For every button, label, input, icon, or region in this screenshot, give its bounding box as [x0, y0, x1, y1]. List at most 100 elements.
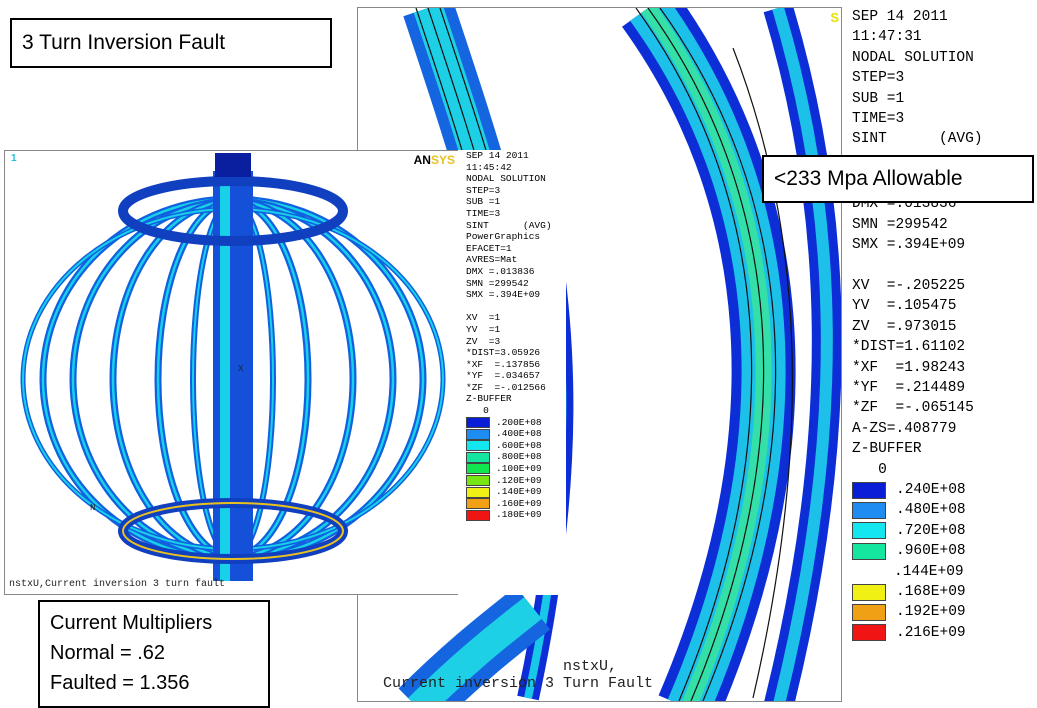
info-line: *DIST=1.61102	[852, 339, 966, 356]
legend-label: .240E+08	[896, 481, 966, 498]
legend-swatch	[466, 486, 490, 498]
info-line: YV =1	[466, 323, 501, 335]
info-line: *ZF =-.012566	[466, 381, 546, 393]
legend-label: .160E+09	[496, 497, 542, 509]
info-line: STEP=3	[852, 70, 905, 87]
info-line: TIME=3	[466, 207, 501, 219]
legend-label: .140E+09	[496, 486, 542, 498]
legend-label: .120E+09	[496, 474, 542, 486]
info-line: NODAL SOLUTION	[466, 173, 546, 185]
info-line: *ZF =-.065145	[852, 400, 974, 417]
info-line: NODAL SOLUTION	[852, 49, 974, 66]
multipliers-heading: Current Multipliers	[50, 612, 213, 634]
info-line	[466, 301, 566, 313]
ansys-logo-sys: SYS	[430, 153, 455, 167]
info-line: XV =-.205225	[852, 277, 966, 294]
multiplier-faulted: Faulted = 1.356	[50, 672, 190, 694]
info-line: TIME=3	[852, 111, 905, 128]
info-line: A-ZS=.408779	[852, 420, 957, 437]
ansys-logo-an: AN	[413, 153, 431, 167]
full-coil-stress-plot: 1 ANSYS X N nstxU,Current inversion 3 tu…	[4, 150, 460, 595]
legend-entry: .120E+09	[466, 475, 566, 487]
legend-label: .216E+09	[896, 624, 966, 641]
legend-swatch	[852, 624, 886, 642]
legend-swatch	[466, 451, 490, 463]
legend-entry: .800E+08	[466, 451, 566, 463]
plot-caption-line2: Current inversion 3 Turn Fault	[383, 675, 654, 692]
x-axis-label: X	[238, 364, 244, 374]
info-line: *YF =.034657	[466, 370, 541, 382]
legend-swatch	[466, 416, 490, 428]
info-line: Z-BUFFER	[466, 393, 512, 405]
legend-swatch	[466, 440, 490, 452]
info-line: SEP 14 2011	[466, 150, 529, 161]
info-line: STEP=3	[466, 184, 501, 196]
legend-label: .100E+09	[496, 463, 542, 475]
legend-swatch	[466, 474, 490, 486]
legend-swatch	[852, 502, 886, 520]
info-line: SEP 14 2011	[852, 9, 948, 25]
legend-label: .720E+08	[896, 522, 966, 539]
info-line: *DIST=3.05926	[466, 347, 541, 359]
legend-entry: .600E+08	[466, 440, 566, 452]
plot-caption-line1: nstxU,	[563, 658, 618, 675]
info-line: SUB =1	[852, 90, 905, 107]
legend-entry: .160E+09	[466, 498, 566, 510]
legend-label: .144E+09	[894, 563, 964, 580]
legend-entry: .400E+08	[466, 428, 566, 440]
info-line: 0	[852, 461, 887, 478]
legend-entry: .720E+08	[852, 521, 1037, 541]
info-line: AVRES=Mat	[466, 254, 518, 266]
info-line: SMX =.394E+09	[466, 289, 541, 301]
legend-label: .180E+09	[496, 509, 542, 521]
legend-label: .400E+08	[496, 428, 542, 440]
legend-swatch	[466, 509, 490, 521]
legend-entry: .192E+09	[852, 602, 1037, 622]
legend-swatch	[852, 481, 886, 499]
info-line: *YF =.214489	[852, 379, 966, 396]
info-line: SMX =.394E+09	[852, 237, 966, 254]
legend-swatch	[466, 463, 490, 475]
info-line: *XF =.137856	[466, 358, 541, 370]
info-line: PowerGraphics	[466, 231, 541, 243]
info-line	[852, 255, 1037, 275]
allowable-box: <233 Mpa Allowable	[762, 155, 1034, 203]
n-label: N	[90, 503, 96, 513]
plot-caption: nstxU,Current inversion 3 turn fault	[9, 579, 226, 590]
legend-entry: .144E+09	[852, 562, 1037, 582]
allowable-text: <233 Mpa Allowable	[774, 167, 963, 190]
legend-entry: .200E+08	[466, 417, 566, 429]
legend-swatch	[852, 522, 886, 540]
coil-cage-rendering	[20, 153, 446, 581]
legend-label: .960E+08	[896, 543, 966, 560]
legend-entry: .180E+09	[466, 509, 566, 521]
legend-entry: .480E+08	[852, 500, 1037, 520]
legend-label: .800E+08	[496, 451, 542, 463]
info-line: SMN =299542	[466, 277, 529, 289]
info-line: EFACET=1	[466, 242, 512, 254]
info-line: DMX =.013836	[466, 265, 535, 277]
info-line: 11:45:42	[466, 161, 512, 173]
legend-entry: .100E+09	[466, 463, 566, 475]
legend-swatch	[852, 583, 886, 601]
legend-label: .168E+09	[896, 583, 966, 600]
ansys-logo: ANSYS	[414, 153, 455, 167]
corner-mark: 1	[11, 153, 17, 164]
info-line: ZV =.973015	[852, 318, 957, 335]
title-text: 3 Turn Inversion Fault	[22, 31, 226, 54]
legend-label: .200E+08	[496, 416, 542, 428]
legend-entry: .960E+08	[852, 541, 1037, 561]
info-line: SINT (AVG)	[466, 219, 552, 231]
multipliers-box: Current Multipliers Normal = .62 Faulted…	[38, 600, 270, 708]
contour-legend: .240E+08 .480E+08 .720E+08 .960E+08 .144E+09…	[852, 480, 1037, 643]
info-line: SUB =1	[466, 196, 501, 208]
legend-label: .600E+08	[496, 439, 542, 451]
legend-entry: .240E+08	[852, 480, 1037, 500]
multiplier-normal: Normal = .62	[50, 642, 166, 664]
legend-entry: .216E+09	[852, 623, 1037, 643]
